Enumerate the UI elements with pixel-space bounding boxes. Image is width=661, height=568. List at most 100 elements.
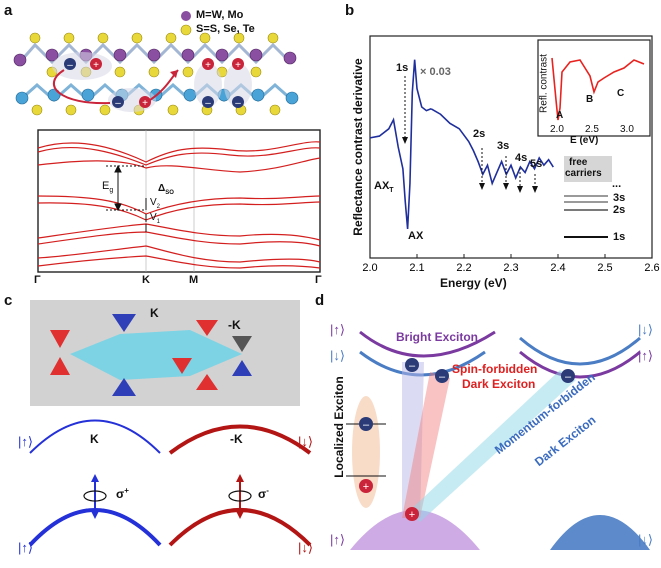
svg-text:+: + [205, 60, 211, 71]
electron-spin-dark [435, 369, 449, 383]
c-spin-down-bottom: |↓⟩ [298, 540, 313, 555]
d-spin-up-bottom: |↑⟩ [330, 532, 345, 547]
chart-b-xtick-label: 2.1 [409, 262, 424, 274]
lattice-bottom-layer [15, 82, 299, 116]
ladder-title-free: free [569, 157, 588, 168]
dso-label: ΔSO [158, 183, 174, 196]
band-mk-label: -K [230, 432, 243, 446]
panel-a-letter: a [4, 2, 13, 19]
d-spin-up-top-left: |↑⟩ [330, 322, 345, 337]
lattice-top-layer [13, 32, 297, 78]
v1-label: V1 [150, 212, 161, 225]
ladder-1s-label: 1s [613, 231, 626, 243]
chart-b-series-line-0 [369, 59, 432, 229]
panel-c-figure [28, 300, 312, 547]
kpath-k: K [142, 274, 150, 286]
svg-text:+: + [409, 509, 415, 521]
inset-a-label: A [556, 110, 564, 121]
inset-xtick-0: 2.0 [550, 124, 564, 135]
d-spin-down-bottom: |↓⟩ [638, 532, 653, 547]
svg-text:+: + [93, 60, 99, 71]
inset-frame [537, 39, 651, 137]
inset-xlabel: E (eV) [570, 135, 599, 146]
peak-4s-label: 4s [515, 152, 528, 164]
kpath-gamma-left: Γ [34, 274, 41, 286]
svg-text:–: – [565, 371, 572, 383]
d-cond-right-lower [519, 350, 641, 379]
panel-a-figure: – + – + + + – – [13, 11, 321, 273]
chart-b-series [369, 59, 554, 229]
hole-localized [359, 479, 373, 493]
scale-note: × 0.03 [420, 66, 451, 78]
peak-5s-label: 5s [530, 158, 543, 170]
bright-exciton-ribbon [402, 362, 424, 518]
legend-chalcogen-label: S=S, Se, Te [196, 23, 255, 35]
chart-b-xtick-label: 2.2 [456, 262, 471, 274]
panel-d-figure: – – – – + + [346, 330, 650, 550]
chart-b-ylabel: Reflectance contrast derivative [351, 58, 365, 236]
kpath-m: M [189, 274, 199, 286]
svg-text:–: – [363, 419, 370, 431]
band-structure-frame [37, 129, 321, 273]
chalcogen-legend-dot [180, 24, 192, 36]
d-spin-down-top-left: |↓⟩ [330, 348, 345, 363]
svg-text:–: – [409, 360, 416, 372]
peak-1s-label: 1s [396, 62, 409, 74]
brillouin-hexagon [70, 330, 242, 380]
d-valence-right [550, 515, 650, 550]
peak-3s-label: 3s [497, 140, 510, 152]
svg-text:+: + [142, 98, 148, 109]
inset-b-label: B [586, 94, 594, 105]
hole-valence [405, 507, 419, 521]
ladder-2s-label: 2s [613, 204, 626, 216]
eg-label: Eg [102, 180, 114, 195]
sigma-plus-label: σ+ [116, 486, 129, 501]
gap-markers [106, 164, 147, 232]
svg-text:–: – [439, 371, 446, 383]
metal-legend-dot [181, 11, 191, 21]
chart-b-xlabel: Energy (eV) [440, 276, 507, 290]
chart-b-xtick-label: 2.6 [644, 262, 659, 274]
ladder-dots: ... [612, 178, 622, 190]
electron-bright [405, 358, 419, 372]
svg-text:–: – [235, 98, 241, 109]
free-carriers-box [564, 156, 612, 182]
c-spin-down-top: |↓⟩ [298, 434, 313, 449]
electron-hole-markers: – + – + + + – – [64, 58, 244, 109]
panel-d-letter: d [315, 292, 325, 309]
localized-exciton-label: Localized Exciton [332, 376, 346, 478]
c-spin-up-top: |↑⟩ [18, 434, 33, 449]
v2-label: V2 [150, 197, 161, 210]
kpath-gamma-right: Γ [315, 274, 322, 286]
transfer-arrow-left [52, 69, 111, 105]
electron-momentum-dark [561, 369, 575, 383]
ladder-3s-label: 3s [613, 192, 626, 204]
valley-cones [50, 314, 252, 396]
svg-text:+: + [235, 60, 241, 71]
inset-curve [551, 57, 645, 121]
sigma-minus-label: σ- [258, 486, 269, 501]
legend-metal-label: M=W, Mo [196, 9, 244, 21]
electron-localized [359, 417, 373, 431]
band-curves [37, 141, 321, 269]
chart-b-xtick-label: 2.4 [550, 262, 565, 274]
peak-ax-label: AX [408, 230, 424, 242]
d-valence-left [350, 510, 480, 550]
d-cond-right-upper [519, 336, 641, 366]
c-spin-up-bottom: |↑⟩ [18, 540, 33, 555]
svg-text:–: – [205, 98, 211, 109]
chart-b-xtick-label: 2.5 [597, 262, 612, 274]
cone-mk-label: -K [228, 318, 241, 332]
peak-arrowheads [402, 137, 538, 193]
ladder-title-carriers: carriers [565, 168, 602, 179]
inset-xtick-1: 2.5 [585, 124, 599, 135]
band-k-label: K [90, 432, 99, 446]
spin-dark-label-2: Dark Exciton [462, 377, 536, 391]
panel-b-letter: b [345, 2, 355, 19]
peak-2s-label: 2s [473, 128, 486, 140]
inset-ylabel: Refl. contrast [538, 54, 550, 113]
svg-text:+: + [363, 481, 369, 493]
peak-arrows [404, 76, 536, 190]
